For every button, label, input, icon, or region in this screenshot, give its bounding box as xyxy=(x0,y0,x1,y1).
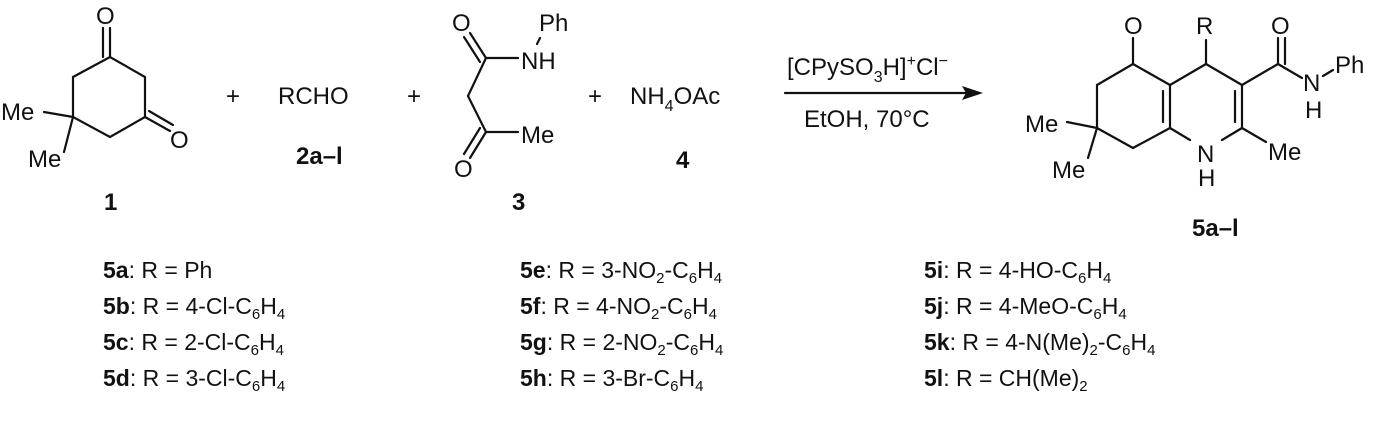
atom-label: N xyxy=(1197,141,1214,168)
atom-label: O xyxy=(452,10,471,37)
atom-label: NH xyxy=(521,48,556,75)
atom-label: N xyxy=(1303,70,1320,97)
atom-label: Ph xyxy=(1335,52,1364,79)
atom-label: O xyxy=(170,127,189,154)
atom-label: Ph xyxy=(539,10,568,37)
atom-label: Me xyxy=(28,146,61,173)
substituent-row: 5b: R = 4-Cl-C6H4 xyxy=(103,293,286,323)
atom-label: O xyxy=(1271,13,1290,40)
compound-2-formula: RCHO xyxy=(278,83,349,110)
plus-sign: + xyxy=(407,83,421,110)
atom-label: Me xyxy=(1,99,34,126)
atom-label: Me xyxy=(521,122,554,149)
substituent-row: 5i: R = 4-HO-C6H4 xyxy=(924,257,1112,287)
substituent-row: 5c: R = 2-Cl-C6H4 xyxy=(103,329,284,359)
compound-label-3: 3 xyxy=(512,189,525,216)
substituent-row: 5l: R = CH(Me)2 xyxy=(924,365,1088,395)
atom-label: O xyxy=(454,156,473,183)
substituent-row: 5k: R = 4-N(Me)2-C6H4 xyxy=(924,329,1156,359)
substituent-row: 5g: R = 2-NO2-C6H4 xyxy=(520,329,724,359)
compound-label-2: 2a–l xyxy=(296,143,343,170)
substituent-row: 5h: R = 3-Br-C6H4 xyxy=(520,365,704,395)
reaction-scheme: O O Me Me 1 + RCHO 2a–l + O NH Ph Me O 3… xyxy=(1,3,1364,242)
compound-3-structure: O NH Ph Me O 3 xyxy=(452,10,568,216)
conditions-label: EtOH, 70°C xyxy=(804,106,930,133)
catalyst-label: [CPySO3H]+Cl− xyxy=(787,53,948,86)
atom-label: H xyxy=(1198,165,1215,192)
substituent-row: 5j: R = 4-MeO-C6H4 xyxy=(924,293,1127,323)
substituent-row: 5f: R = 4-NO2-C6H4 xyxy=(520,293,717,323)
substituent-list-col-2: 5e: R = 3-NO2-C6H4 5f: R = 4-NO2-C6H4 5g… xyxy=(520,252,723,396)
atom-label: Me xyxy=(1025,111,1058,138)
substituent-list-col-3: 5i: R = 4-HO-C6H4 5j: R = 4-MeO-C6H4 5k:… xyxy=(924,252,1155,396)
plus-sign: + xyxy=(588,83,602,110)
compound-1-structure: O O Me Me 1 xyxy=(1,3,189,216)
atom-label: Me xyxy=(1268,139,1301,166)
product-5-structure: O R O N H Ph Me Me N H Me 5a–l xyxy=(1025,13,1364,242)
compound-label-4: 4 xyxy=(676,147,690,174)
substituent-row: 5e: R = 3-NO2-C6H4 xyxy=(520,257,723,287)
substituent-row: 5a: R = Ph xyxy=(103,257,213,283)
atom-label: H xyxy=(1305,97,1322,124)
plus-sign: + xyxy=(226,83,240,110)
substituent-row: 5d: R = 3-Cl-C6H4 xyxy=(103,365,286,395)
reaction-arrow xyxy=(783,86,983,100)
atom-label: Me xyxy=(1052,157,1085,184)
compound-label-5: 5a–l xyxy=(1192,215,1239,242)
atom-label: O xyxy=(1124,13,1143,40)
atom-label: R xyxy=(1196,13,1213,40)
compound-4-formula: NH4OAc xyxy=(630,83,720,115)
substituent-list-col-1: 5a: R = Ph 5b: R = 4-Cl-C6H4 5c: R = 2-C… xyxy=(103,252,285,396)
compound-label-1: 1 xyxy=(104,189,117,216)
atom-label: O xyxy=(96,3,115,30)
